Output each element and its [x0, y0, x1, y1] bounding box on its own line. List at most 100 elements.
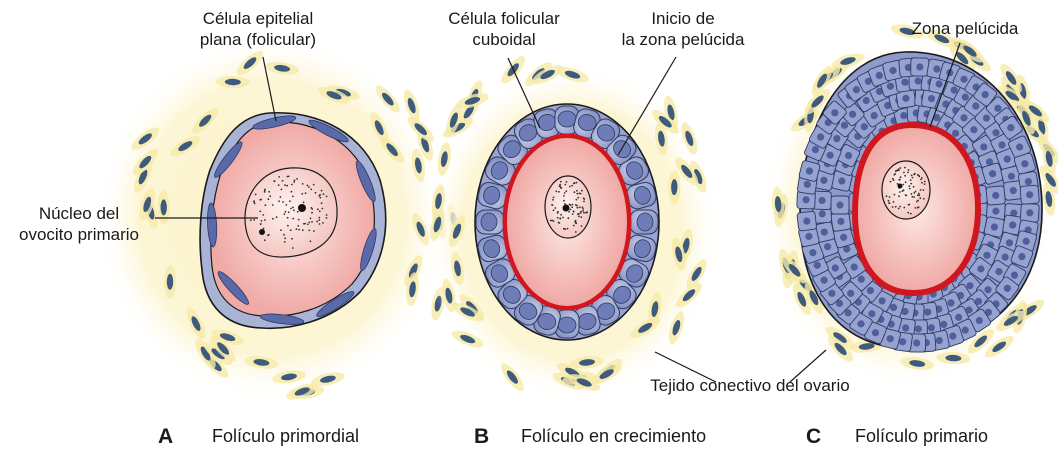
chromatin-dot [268, 191, 270, 193]
chromatin-dot [282, 201, 284, 203]
chromatin-dot [302, 229, 304, 231]
chromatin-dot [323, 193, 325, 195]
granulosa-cell [799, 160, 821, 182]
chromatin-dot [576, 205, 578, 207]
chromatin-dot [912, 177, 914, 179]
chromatin-dot [572, 204, 574, 206]
granulosa-cell [831, 196, 849, 214]
chromatin-dot [903, 172, 905, 174]
chromatin-dot [583, 212, 585, 214]
chromatin-dot [568, 211, 570, 213]
chromatin-dot [913, 174, 915, 176]
chromatin-dot [253, 201, 255, 203]
caption-c-letter: C [806, 425, 821, 449]
label-epithelial-cell: Célula epitelial plana (folicular) [168, 8, 348, 50]
chromatin-dot [287, 217, 289, 219]
chromatin-dot [909, 188, 911, 190]
chromatin-dot [281, 189, 283, 191]
chromatin-dot [307, 223, 309, 225]
chromatin-dot [552, 204, 554, 206]
chromatin-dot [269, 195, 271, 197]
chromatin-dot [308, 222, 310, 224]
chromatin-dot [553, 209, 555, 211]
chromatin-dot [898, 179, 900, 181]
chromatin-dot [553, 197, 555, 199]
chromatin-dot [264, 190, 266, 192]
chromatin-dot [913, 186, 915, 188]
chromatin-dot [284, 237, 286, 239]
chromatin-dot [282, 180, 284, 182]
chromatin-dot [319, 217, 321, 219]
chromatin-dot [552, 199, 554, 201]
chromatin-dot [287, 225, 289, 227]
chromatin-dot [892, 206, 894, 208]
chromatin-dot [292, 218, 294, 220]
chromatin-dot [296, 178, 298, 180]
chromatin-dot [285, 211, 287, 213]
caption-c-text: Folículo primario [855, 426, 988, 447]
chromatin-dot [290, 208, 292, 210]
chromatin-dot [287, 176, 289, 178]
chromatin-dot [260, 223, 262, 225]
chromatin-dot [319, 197, 321, 199]
chromatin-dot [911, 193, 913, 195]
chromatin-dot [922, 189, 924, 191]
chromatin-clump [898, 184, 903, 189]
chromatin-dot [888, 200, 890, 202]
panel-b-follicle [424, 53, 720, 402]
chromatin-dot [308, 230, 310, 232]
chromatin-dot [917, 200, 919, 202]
chromatin-dot [921, 182, 923, 184]
chromatin-dot [917, 174, 919, 176]
chromatin-dot [899, 206, 901, 208]
chromatin-dot [582, 206, 584, 208]
chromatin-dot [924, 183, 926, 185]
chromatin-dot [302, 183, 304, 185]
chromatin-dot [316, 221, 318, 223]
granulosa-cell [1020, 185, 1039, 204]
chromatin-dot [894, 194, 896, 196]
chromatin-dot [298, 229, 300, 231]
chromatin-dot [572, 213, 574, 215]
chromatin-dot [919, 197, 921, 199]
chromatin-clump [298, 204, 306, 212]
chromatin-dot [576, 199, 578, 201]
label-zona: Zona pelúcida [890, 18, 1040, 39]
chromatin-dot [291, 191, 293, 193]
chromatin-dot [267, 234, 269, 236]
cuboidal-cell [630, 210, 658, 234]
chromatin-dot [574, 191, 576, 193]
chromatin-dot [322, 208, 324, 210]
cuboidal-cell [476, 210, 504, 234]
label-oocyte-nucleus: Núcleo del ovocito primario [4, 203, 154, 245]
chromatin-dot [910, 183, 912, 185]
chromatin-dot [326, 217, 328, 219]
chromatin-dot [582, 210, 584, 212]
chromatin-dot [560, 187, 562, 189]
label-cuboidal-cell: Célula folicular cuboidal [424, 8, 584, 50]
chromatin-dot [574, 182, 576, 184]
chromatin-dot [288, 211, 290, 213]
chromatin-dot [559, 222, 561, 224]
chromatin-dot [575, 220, 577, 222]
chromatin-dot [567, 217, 569, 219]
chromatin-dot [560, 214, 562, 216]
chromatin-dot [286, 204, 288, 206]
chromatin-dot [326, 196, 328, 198]
chromatin-dot [311, 212, 313, 214]
chromatin-dot [294, 180, 296, 182]
chromatin-dot [920, 189, 922, 191]
panel-c-follicle [760, 22, 1058, 390]
chromatin-dot [557, 217, 559, 219]
chromatin-dot [321, 202, 323, 204]
chromatin-dot [890, 181, 892, 183]
chromatin-dot [902, 190, 904, 192]
chromatin-dot [319, 223, 321, 225]
chromatin-dot [917, 194, 919, 196]
granulosa-cell [1020, 203, 1039, 222]
chromatin-dot [308, 186, 310, 188]
chromatin-dot [886, 195, 888, 197]
chromatin-dot [310, 218, 312, 220]
chromatin-dot [273, 180, 275, 182]
chromatin-dot [297, 211, 299, 213]
